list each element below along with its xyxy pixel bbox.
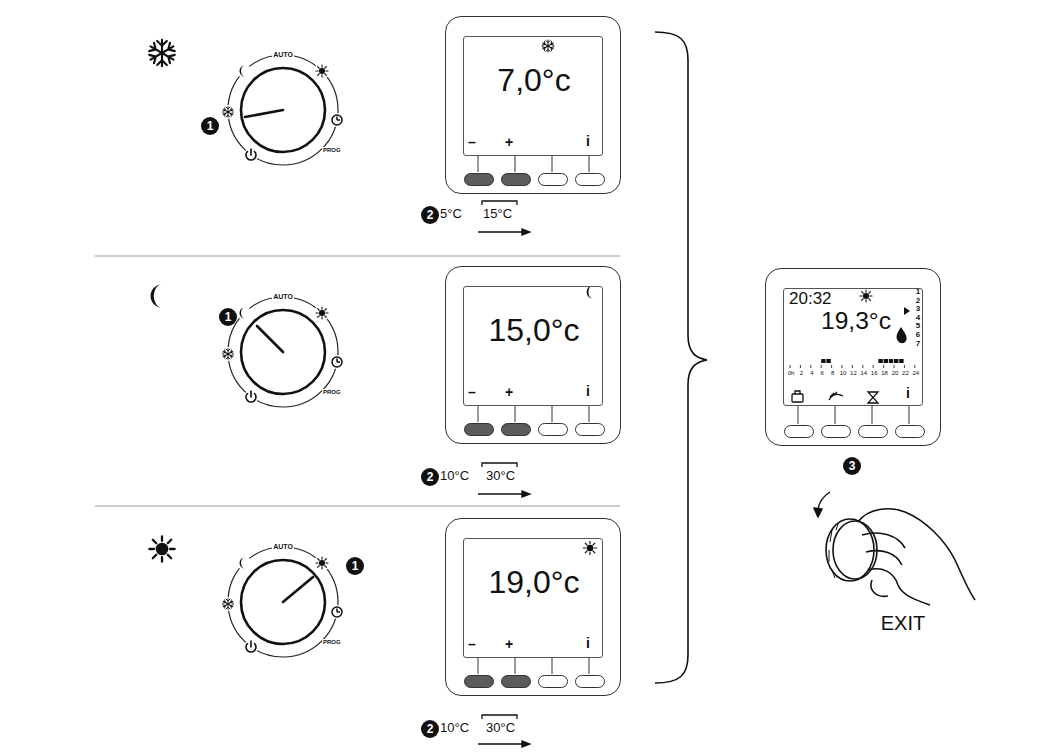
- button-label: i: [586, 384, 590, 399]
- clock-time: 20:32: [789, 290, 832, 309]
- day-number: 5: [916, 322, 920, 331]
- range-value: 30°C: [486, 469, 515, 483]
- push-button: [858, 425, 888, 438]
- push-button: [538, 173, 568, 186]
- thermostat-display: 20:3219,3°c12345670h24681012141618202224…: [765, 268, 941, 446]
- frost-symbol: [148, 40, 176, 66]
- push-button: [575, 675, 605, 688]
- hand-turning-knob: [814, 492, 975, 605]
- day-pointer: [904, 307, 910, 315]
- push-button: [895, 425, 925, 438]
- program-bars: [821, 359, 903, 363]
- day-number: 6: [916, 331, 920, 340]
- dial-label: PROG: [322, 389, 342, 396]
- callout-number: 2: [421, 468, 439, 486]
- hour-label: 20: [892, 370, 899, 377]
- dial-label: AUTO: [272, 543, 294, 551]
- hour-label: 4: [810, 370, 813, 377]
- range-value: 10°C: [440, 469, 469, 483]
- mode-dial: [221, 547, 344, 657]
- hour-label: 6: [821, 370, 824, 377]
- push-button: [821, 425, 851, 438]
- day-number: 3: [916, 305, 920, 314]
- push-button: [538, 423, 568, 436]
- push-button: [501, 675, 531, 688]
- hour-label: 0h: [788, 370, 795, 377]
- range-value: 5°C: [440, 207, 462, 221]
- temperature-value: 19,3°c: [821, 307, 891, 334]
- push-button: [501, 173, 531, 186]
- temperature-value: 19,0°c: [488, 565, 579, 600]
- dial-label: PROG: [322, 147, 342, 154]
- hour-label: 22: [902, 370, 909, 377]
- group-brace: [655, 32, 707, 683]
- thermostat-display: 7,0°c – + i: [445, 16, 621, 194]
- button-label: –: [468, 637, 476, 652]
- day-number: 2: [916, 297, 920, 306]
- hour-label: 8: [831, 370, 834, 377]
- hour-label: 24: [912, 370, 919, 377]
- callout-number: 1: [219, 308, 237, 326]
- day-icon: [860, 290, 872, 302]
- button-label: +: [505, 135, 513, 150]
- time-ticks: [790, 365, 915, 368]
- push-button: [538, 675, 568, 688]
- day-icon: [583, 541, 596, 554]
- hour-label: 2: [800, 370, 803, 377]
- day-number: 4: [916, 314, 920, 323]
- button-label: +: [505, 385, 513, 400]
- mode-dial: [221, 297, 344, 407]
- push-button: [784, 425, 814, 438]
- range-value: 30°C: [486, 721, 515, 735]
- dial-label: AUTO: [272, 51, 294, 59]
- dial-label: PROG: [322, 639, 342, 646]
- range-arrow: [478, 229, 530, 747]
- mode-dial: [221, 55, 344, 165]
- button-label: +: [505, 637, 513, 652]
- button-label: i: [586, 134, 590, 149]
- callout-number: 3: [843, 457, 861, 475]
- temperature-value: 15,0°c: [488, 313, 579, 348]
- callout-number: 2: [421, 720, 439, 738]
- thermostat-display: 15,0°c – + i: [445, 266, 621, 444]
- day-number: 1: [916, 288, 920, 297]
- temperature-value: 7,0°c: [497, 63, 570, 98]
- button-tick: [478, 155, 909, 674]
- push-button: [464, 675, 494, 688]
- night-symbol: [151, 284, 163, 307]
- hour-label: 10: [840, 370, 847, 377]
- push-button: [464, 423, 494, 436]
- callout-number: 2: [421, 206, 439, 224]
- hour-label: 18: [881, 370, 888, 377]
- push-button: [501, 423, 531, 436]
- dial-label: AUTO: [272, 293, 294, 301]
- callout-number: 1: [346, 557, 364, 575]
- day-number: 7: [916, 340, 920, 349]
- hour-label: 12: [850, 370, 857, 377]
- push-button: [464, 173, 494, 186]
- exit-label: EXIT: [881, 612, 925, 634]
- button-label: –: [468, 135, 476, 150]
- hour-label: 16: [871, 370, 878, 377]
- range-value: 15°C: [483, 207, 512, 221]
- button-label: –: [468, 385, 476, 400]
- range-value: 10°C: [440, 721, 469, 735]
- day-symbol: [149, 536, 174, 561]
- separator: [95, 256, 620, 506]
- push-button: [575, 173, 605, 186]
- push-button: [575, 423, 605, 436]
- hour-label: 14: [860, 370, 867, 377]
- range-bracket: [482, 201, 517, 719]
- function-icons: [792, 391, 878, 403]
- button-label: i: [586, 636, 590, 651]
- callout-number: 1: [201, 117, 219, 135]
- heating-flame: [897, 327, 907, 343]
- thermostat-display: 19,0°c – + i: [445, 518, 621, 696]
- night-icon: [587, 285, 594, 298]
- dial-needle: [245, 110, 313, 602]
- frost-icon: [542, 40, 555, 52]
- button-label: i: [906, 386, 910, 401]
